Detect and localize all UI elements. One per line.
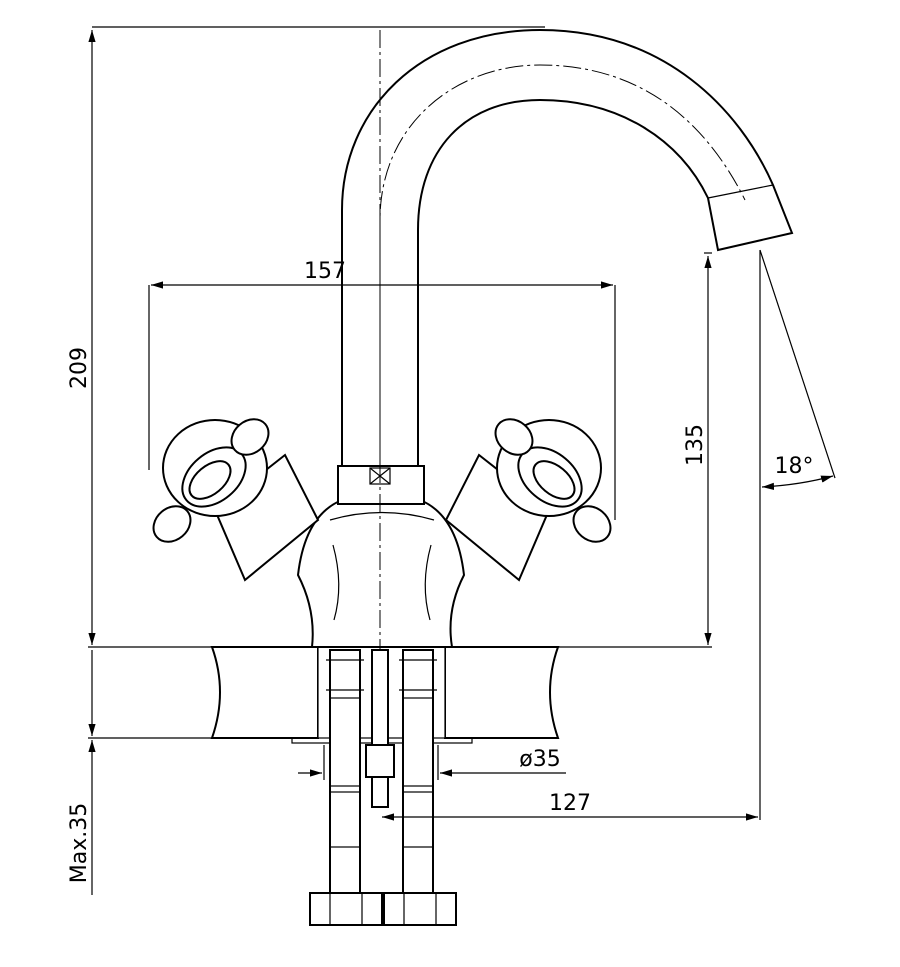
dim-label-127: 127 xyxy=(549,791,591,816)
dim-label-max-35: Max.35 xyxy=(67,803,92,883)
mounting-stud xyxy=(365,649,395,808)
supply-hose-left xyxy=(309,649,383,926)
dim-label-18deg: 18° xyxy=(775,454,814,479)
dimension-spout-height xyxy=(704,252,712,645)
dimension-spout-angle xyxy=(759,249,836,820)
dim-label-157: 157 xyxy=(304,259,346,284)
dimension-max-thickness xyxy=(88,650,292,895)
dim-label-diameter-35: ø35 xyxy=(519,747,560,772)
spout xyxy=(337,28,794,505)
dim-label-135: 135 xyxy=(683,424,708,466)
dim-label-209: 209 xyxy=(67,347,92,389)
dimension-width-handles xyxy=(148,281,616,520)
dimension-hole-diameter xyxy=(298,745,566,780)
left-handle xyxy=(152,418,320,582)
supply-hose-right xyxy=(383,649,457,926)
dimension-height-total xyxy=(88,26,712,648)
faucet-body xyxy=(296,499,466,648)
right-handle xyxy=(444,418,612,582)
